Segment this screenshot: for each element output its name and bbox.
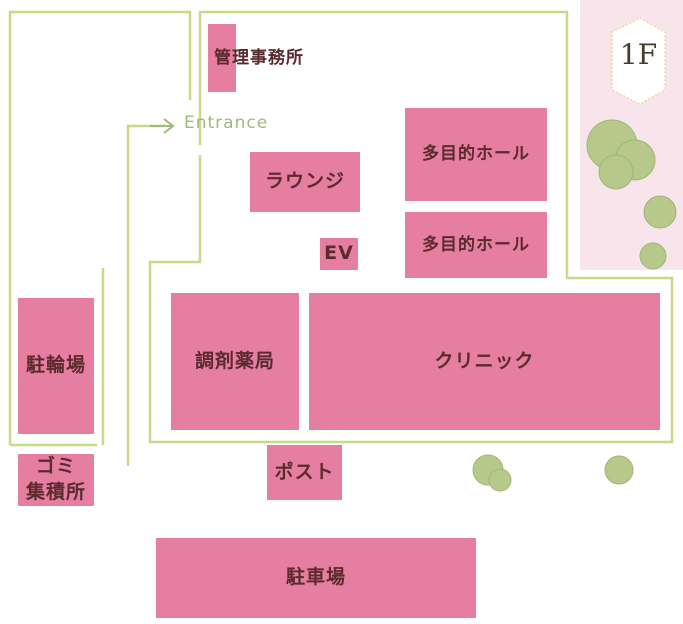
entrance-label: Entrance	[184, 113, 269, 133]
lounge-room: ラウンジ	[250, 152, 360, 212]
floor-badge	[611, 17, 666, 105]
multipurpose-hall-2: 多目的ホール	[405, 212, 547, 278]
parking-label: 駐車場	[285, 566, 346, 589]
bicycle-parking-label: 駐輪場	[25, 354, 86, 377]
tree-icon	[472, 119, 677, 492]
garbage-area: ゴミ 集積所	[18, 454, 94, 506]
floor-label: 1F	[619, 38, 658, 71]
clinic-room: クリニック	[309, 293, 660, 430]
multipurpose-hall-2-label: 多目的ホール	[422, 234, 530, 255]
clinic-label: クリニック	[434, 349, 535, 372]
management-office-label: 管理事務所	[214, 47, 304, 68]
multipurpose-hall-1-label: 多目的ホール	[422, 144, 530, 165]
arrow-right-icon	[150, 118, 175, 134]
pharmacy-room: 調剤薬局	[171, 293, 299, 430]
mailbox-label: ポスト	[274, 460, 335, 483]
pharmacy-label: 調剤薬局	[194, 349, 275, 372]
garbage-label: ゴミ 集積所	[25, 455, 86, 503]
management-office: 管理事務所	[208, 24, 303, 92]
multipurpose-hall-1: 多目的ホール	[405, 108, 547, 201]
bicycle-parking: 駐輪場	[18, 298, 94, 434]
parking-area: 駐車場	[156, 538, 476, 618]
lounge-label: ラウンジ	[264, 170, 345, 193]
ev-label: EV	[324, 242, 354, 265]
ev-room: EV	[320, 238, 358, 270]
mailbox-room: ポスト	[267, 445, 342, 500]
